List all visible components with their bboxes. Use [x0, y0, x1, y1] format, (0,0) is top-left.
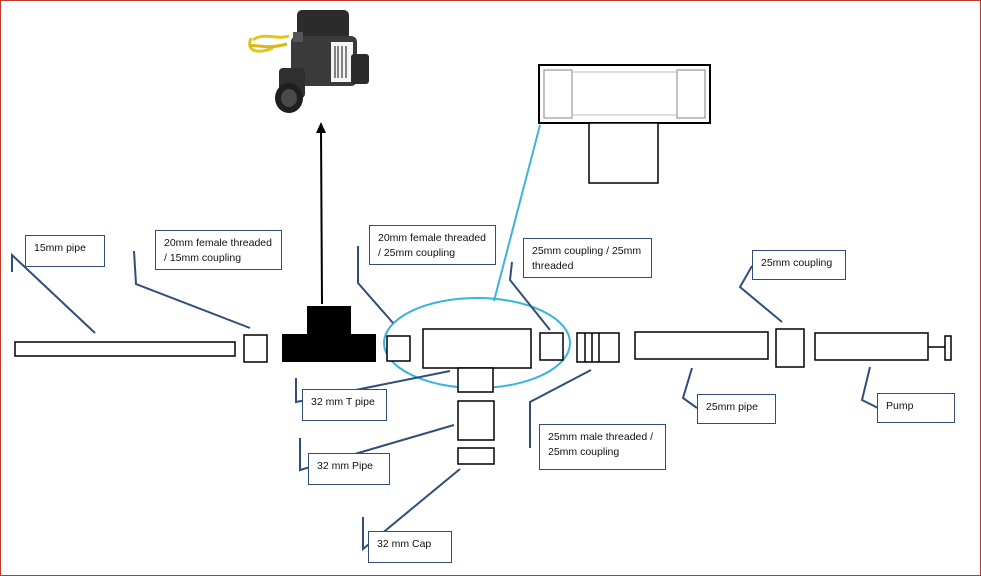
arrow-up-icon — [316, 122, 326, 133]
label-25mm-coupling: 25mm coupling — [752, 250, 846, 280]
label-pump: Pump — [877, 393, 955, 423]
label-20mm-15mm-coupling: 20mm female threaded / 15mm coupling — [155, 230, 282, 270]
label-32mm-t-pipe: 32 mm T pipe — [302, 389, 387, 421]
coupling-25mm-threaded-shape — [539, 332, 564, 361]
label-32mm-pipe: 32 mm Pipe — [308, 453, 390, 485]
label-25mm-male-threaded: 25mm male threaded / 25mm coupling — [539, 424, 666, 470]
t-pipe-32mm-stem — [457, 367, 494, 393]
male-threaded-25mm-shape — [576, 332, 620, 363]
pipe-15mm-shape — [14, 341, 236, 357]
label-20mm-25mm-coupling: 20mm female threaded / 25mm coupling — [369, 225, 496, 265]
label-32mm-cap: 32 mm Cap — [368, 531, 452, 563]
coupling-20mm-15mm-shape — [243, 334, 268, 363]
pipe-25mm-shape — [634, 331, 769, 360]
pump-handle — [944, 335, 952, 361]
solenoid-valve-icon — [248, 10, 369, 113]
t-pipe-detail — [538, 64, 711, 184]
label-25mm-pipe: 25mm pipe — [697, 394, 776, 424]
pump-body — [814, 332, 929, 361]
label-15mm-pipe: 15mm pipe — [25, 235, 105, 267]
coupling-20mm-25mm-shape — [386, 335, 411, 362]
arrow-line — [320, 129, 323, 305]
highlight-leader — [493, 124, 541, 302]
label-25mm-coupling-threaded: 25mm coupling / 25mm threaded — [523, 238, 652, 278]
t-pipe-32mm-body — [422, 328, 532, 369]
cap-32mm-shape — [457, 447, 495, 465]
pipe-32mm-shape — [457, 400, 495, 441]
pipe-assembly — [14, 328, 952, 465]
black-t-fitting — [282, 306, 376, 362]
leader-lines — [11, 246, 879, 552]
coupling-25mm-shape — [775, 328, 805, 368]
